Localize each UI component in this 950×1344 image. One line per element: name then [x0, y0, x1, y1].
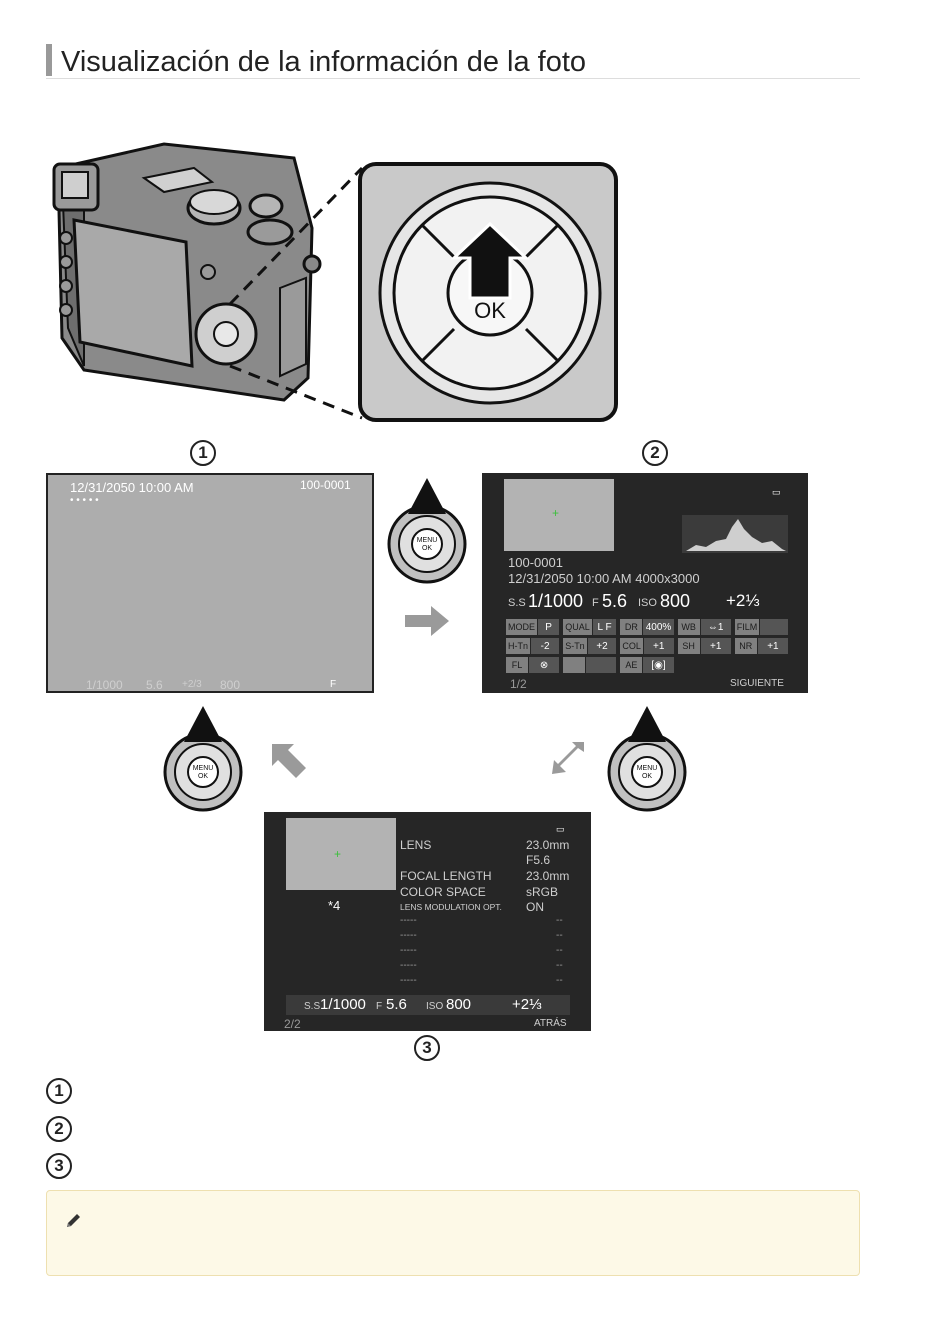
setting-cell: WB⇔1 — [677, 619, 731, 635]
marker-2: 2 — [642, 440, 668, 466]
screen3-ss: 1/1000 — [320, 996, 366, 1013]
lens-label: LENS — [400, 838, 432, 852]
ok-small-label: OK — [422, 545, 432, 552]
setting-cell: SH+1 — [677, 638, 731, 654]
screen3-iso: 800 — [446, 996, 472, 1013]
screen1-frame: 100-0001 — [300, 478, 351, 492]
arrow-right-icon — [405, 606, 449, 636]
setting-cell: AE[◉] — [620, 657, 674, 673]
screen2-datetime-size: 12/31/2050 10:00 AM 4000x3000 — [508, 571, 700, 586]
list-marker-3: 3 — [46, 1153, 72, 1179]
focal-length-value: 23.0mm — [526, 869, 570, 883]
setting-cell: FILM — [734, 619, 788, 635]
blank-row-value: -- — [556, 975, 563, 986]
blank-row-label: ----- — [400, 915, 417, 926]
ok-label: OK — [474, 298, 506, 323]
setting-cell: COL+1 — [620, 638, 674, 654]
aperture-value: F5.6 — [526, 853, 551, 867]
screen3-thumbnail — [286, 818, 396, 890]
screen3-ss-label: S.S — [304, 1001, 321, 1012]
page-heading: Visualización de la información de la fo… — [46, 44, 860, 79]
setting-cell: S-Tn+2 — [563, 638, 617, 654]
blank-row-label: ----- — [400, 930, 417, 941]
setting-cell — [563, 657, 617, 673]
page-title: Visualización de la información de la fo… — [61, 46, 587, 78]
screen2-ev: +2⅓ — [726, 591, 760, 610]
screen2-iso: 800 — [660, 591, 691, 611]
pencil-icon — [67, 1214, 80, 1227]
up-pad-2: MENU OK — [607, 706, 687, 812]
marker-3: 3 — [414, 1035, 440, 1061]
screen3-f-label: F — [376, 1001, 383, 1012]
screen-1-photo: 12/31/2050 10:00 AM 100-0001 • • • • • 1… — [46, 473, 374, 693]
color-space-value: sRGB — [526, 885, 559, 899]
blank-row-label: ----- — [400, 975, 417, 986]
blank-row-value: -- — [556, 930, 563, 941]
screen3-iso-label: ISO — [426, 1001, 444, 1012]
screen1-ss: 1/1000 — [86, 678, 123, 692]
camera-illustration: OK — [52, 142, 618, 422]
screen1-aperture: 5.6 — [146, 678, 163, 692]
marker-1: 1 — [190, 440, 216, 466]
screen1-datetime: 12/31/2050 10:00 AM — [70, 480, 194, 495]
svg-text:OK: OK — [198, 773, 208, 780]
blank-row-label: ----- — [400, 945, 417, 956]
screen2-ss-label: S.S — [508, 597, 526, 609]
screen2-next: SIGUIENTE — [730, 678, 784, 689]
lens-mod-value: ON — [526, 900, 544, 914]
focus-cross-icon: + — [334, 847, 342, 861]
list-marker-2: 2 — [46, 1116, 72, 1142]
battery-icon: ▭ — [772, 487, 781, 497]
screen3-page: 2/2 — [284, 1017, 301, 1031]
svg-text:MENU: MENU — [193, 765, 214, 772]
list-marker-1: 1 — [46, 1078, 72, 1104]
focus-cross-icon: + — [552, 506, 560, 520]
screen1-rating: • • • • • — [70, 495, 99, 506]
screen3-back: ATRÁS — [534, 1018, 567, 1029]
up-pad-1: MENU OK — [387, 478, 467, 584]
exposure-strip — [286, 995, 570, 1015]
blank-row-value: -- — [556, 960, 563, 971]
svg-text:MENU: MENU — [637, 765, 658, 772]
screen-2-info: + ▭ 100-0001 12/31/2050 10:00 AM 4000x30… — [482, 473, 808, 693]
screen2-iso-label: ISO — [638, 597, 657, 609]
setting-cell: FL⊗ — [506, 657, 560, 673]
menu-label: MENU — [417, 537, 438, 544]
screen2-ss: 1/1000 — [528, 591, 584, 611]
setting-cell: NR+1 — [734, 638, 788, 654]
screen1-ev: +2/3 — [182, 679, 202, 690]
blank-row-value: -- — [556, 945, 563, 956]
screen2-page: 1/2 — [510, 677, 527, 691]
screen2-thumbnail — [504, 479, 614, 551]
focal-length-label: FOCAL LENGTH — [400, 869, 492, 883]
color-space-label: COLOR SPACE — [400, 885, 486, 899]
battery-icon: ▭ — [556, 824, 565, 834]
note-box — [46, 1190, 860, 1276]
screen1-iso: 800 — [220, 678, 241, 692]
screen-3-lens-info: + *4 ▭ LENS 23.0mm F5.6 FOCAL LENGTH 23.… — [264, 812, 591, 1031]
heading-accent-bar — [46, 44, 52, 76]
arrow-up-left-icon — [272, 744, 306, 778]
screen1-f-label: F — [330, 679, 337, 690]
screen3-ev: +2⅓ — [512, 996, 542, 1013]
screen2-aperture: 5.6 — [602, 591, 628, 611]
up-pad-3: MENU OK — [163, 706, 243, 812]
svg-text:OK: OK — [642, 773, 652, 780]
blank-row-value: -- — [556, 915, 563, 926]
lens-value: 23.0mm — [526, 838, 570, 852]
screen2-frame: 100-0001 — [508, 555, 563, 570]
screen3-star-note: *4 — [328, 898, 341, 913]
blank-row-label: ----- — [400, 960, 417, 971]
screen2-f-label: F — [592, 597, 599, 609]
setting-cell: H-Tn-2 — [506, 638, 560, 654]
lens-mod-label: LENS MODULATION OPT. — [400, 902, 502, 912]
histogram-icon — [682, 515, 788, 553]
arrow-down-left-icon — [552, 742, 584, 774]
screen3-aperture: 5.6 — [386, 996, 407, 1013]
